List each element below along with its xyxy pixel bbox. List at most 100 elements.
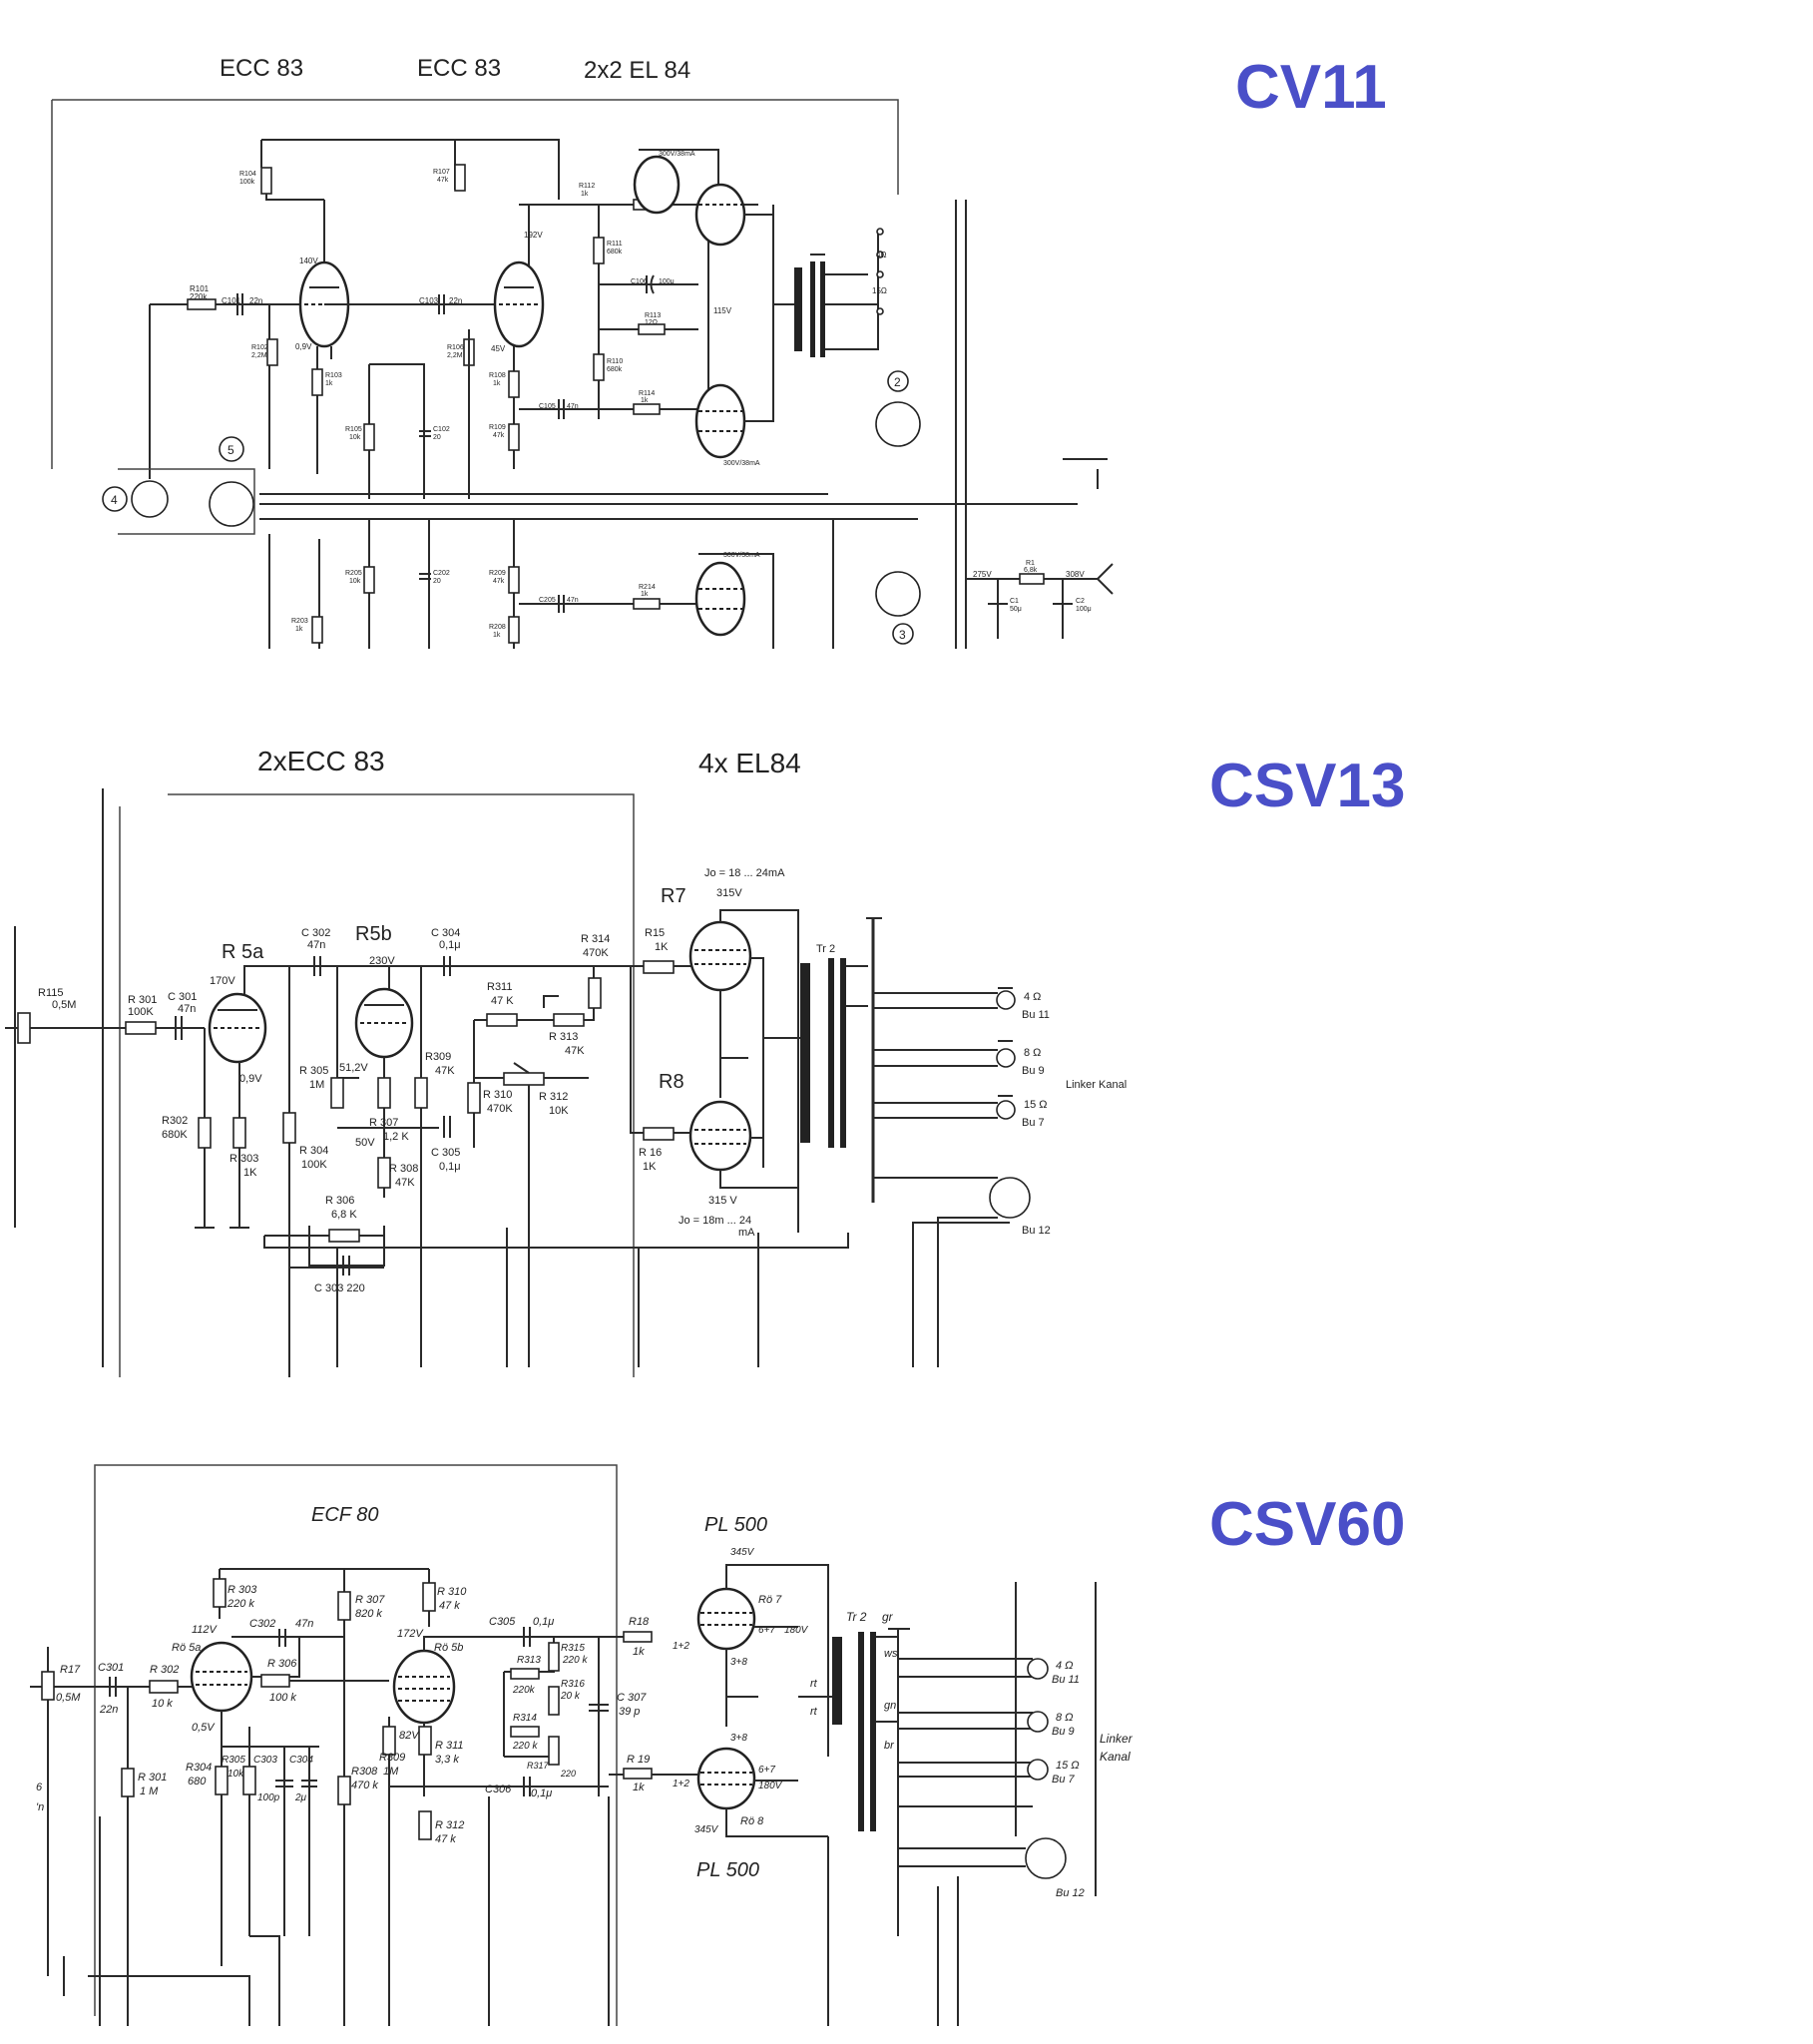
resistor-r208 <box>508 616 520 644</box>
component-value: 47n <box>295 1618 313 1630</box>
component-label: R109 <box>489 424 506 431</box>
tube-label: ECC 83 <box>417 55 501 82</box>
jack-label: Bu 11 <box>1052 1674 1080 1686</box>
component-value: 0,1μ <box>439 1161 461 1173</box>
resistor-r307 <box>337 1591 351 1621</box>
connector-3 <box>875 571 921 617</box>
component-label: R17 <box>60 1664 81 1676</box>
component-value: 22n <box>99 1704 118 1716</box>
component-value: 47 k <box>439 1600 460 1612</box>
output-tap: 4 Ω <box>1024 991 1041 1003</box>
component-value: 47K <box>395 1177 415 1189</box>
component-value: 1K <box>643 1161 657 1173</box>
jack-label: Bu 12 <box>1056 1887 1085 1899</box>
voltage-label: 82V <box>399 1730 420 1742</box>
component-value: 3,3 k <box>435 1754 459 1766</box>
component-label: R114 <box>639 390 655 397</box>
voltage-label: 308V <box>1066 570 1085 579</box>
tube-label: 2xECC 83 <box>257 746 385 776</box>
resistor-r311 <box>486 1013 518 1027</box>
component-label: R309 <box>425 1051 451 1063</box>
component-label: R 19 <box>627 1754 650 1766</box>
pin-label: 1+2 <box>673 1641 689 1652</box>
connector-number: 2 <box>894 375 901 389</box>
component-value: 10k <box>349 434 361 441</box>
component-value: 47K <box>565 1045 585 1057</box>
component-label: R305 <box>222 1755 245 1766</box>
component-value: 680K <box>162 1129 188 1141</box>
component-value: 6,8k <box>1024 567 1038 574</box>
component-value: 1M <box>383 1766 399 1778</box>
pin-label: 3+8 <box>730 1657 747 1668</box>
speaker-jack-bu11 <box>1027 1658 1049 1680</box>
component-label: R314 <box>513 1713 537 1724</box>
resistor-r303 <box>213 1578 227 1608</box>
din-socket-bu12 <box>989 1177 1031 1219</box>
tube-label: 4x EL84 <box>698 748 801 778</box>
component-value: 10k <box>227 1769 244 1780</box>
resistor-r309 <box>414 1077 428 1109</box>
component-label: R104 <box>239 171 256 178</box>
resistor-r303 <box>232 1117 246 1149</box>
output-transformer-csv13 <box>800 963 810 1143</box>
component-label: R 16 <box>639 1147 662 1159</box>
jack-label: Bu 9 <box>1022 1065 1045 1077</box>
component-label: R304 <box>186 1762 212 1774</box>
component-value: 2,2M <box>251 352 267 359</box>
voltage-label: 275V <box>973 570 992 579</box>
component-label: R 306 <box>267 1658 297 1670</box>
resistor-r104 <box>260 167 272 195</box>
tube-ro8 <box>696 1747 756 1810</box>
edge-label: 'n <box>36 1801 44 1813</box>
pin-label: 6+7 <box>758 1765 775 1776</box>
output-transformer-csv60 <box>832 1637 842 1725</box>
component-label: C105 <box>539 403 556 410</box>
resistor-r313 <box>510 1668 540 1680</box>
component-label: C101 <box>222 296 241 305</box>
jack-label: Bu 7 <box>1052 1774 1076 1786</box>
component-value: 220 k <box>512 1741 538 1752</box>
resistor-r310 <box>467 1082 481 1114</box>
voltage-label: 172V <box>397 1628 424 1640</box>
component-label: R105 <box>345 426 362 433</box>
component-value: 820 k <box>355 1608 382 1620</box>
potentiometer-r17 <box>41 1671 55 1701</box>
transformer-label: Tr 2 <box>846 1610 867 1624</box>
tube-designator: Rö 8 <box>740 1815 764 1827</box>
component-label: R115 <box>38 987 63 999</box>
component-value: 100μ <box>659 278 675 285</box>
component-value: 10k <box>349 578 361 585</box>
connector-4 <box>102 486 128 512</box>
wire-color: br <box>884 1740 895 1752</box>
component-label: R313 <box>517 1655 541 1666</box>
component-value: 2,2M <box>447 352 463 359</box>
component-value: 47 k <box>435 1833 456 1845</box>
channel-label: Kanal <box>1100 1750 1131 1764</box>
component-value: 100μ <box>1076 606 1092 613</box>
wire-color: rt <box>810 1678 818 1690</box>
component-value: 47n <box>178 1003 196 1015</box>
din-socket-bu12 <box>1025 1837 1067 1879</box>
component-value: 1k <box>633 1646 645 1658</box>
component-label: C 304 <box>431 927 460 939</box>
tube-ro5a <box>190 1641 253 1713</box>
resistor-r102 <box>266 338 278 366</box>
component-value: 220 k <box>562 1655 588 1666</box>
current-label: Jo = 18m ... 24 <box>679 1215 751 1227</box>
component-label: R309 <box>379 1752 405 1764</box>
component-label: C205 <box>539 597 556 604</box>
resistor-r107 <box>454 164 466 192</box>
resistor-r304 <box>282 1112 296 1144</box>
resistor-r314 <box>510 1726 540 1738</box>
jack-label: Bu 7 <box>1022 1117 1045 1129</box>
voltage-label: 230V <box>369 955 395 967</box>
component-label: R 311 <box>435 1740 464 1752</box>
resistor-r305 <box>330 1077 344 1109</box>
component-label: R 303 <box>229 1153 258 1165</box>
output-tap: 15 Ω <box>1024 1099 1048 1111</box>
resistor-r311 <box>418 1726 432 1756</box>
component-value: 22n <box>449 296 462 305</box>
component-label: C304 <box>289 1755 313 1766</box>
model-title-csv60: CSV60 <box>1209 1490 1406 1559</box>
tube-label: 2x2 EL 84 <box>584 57 690 84</box>
